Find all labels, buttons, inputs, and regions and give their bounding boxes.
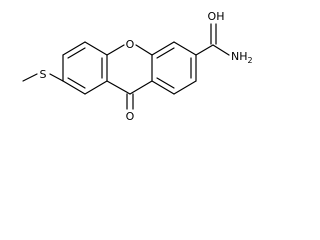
bond [49,73,64,82]
central-ring [106,44,153,95]
amide-nitrogen-label: NH2 [231,50,253,65]
bond [62,80,86,95]
bond [84,41,108,56]
amide-oxygen-label: OH [208,10,225,23]
bond [129,80,153,95]
xanthone-structure-diagram: O O OH NH2 S [22,10,253,123]
bond [173,80,197,95]
amide-nitrogen-text: NH [231,50,248,63]
double-bond-inner [67,47,86,59]
structure-canvas: O O OH NH2 S [0,0,280,137]
bond [106,44,125,56]
double-bond-inner [156,77,175,89]
bond [106,80,131,95]
double-bond-inner [156,47,175,59]
amide-nitrogen-subscript: 2 [248,56,253,65]
bond [62,41,86,56]
bond [22,73,38,82]
carbonyl-group [126,93,134,110]
bond [84,80,108,95]
bond [195,44,214,56]
left-benzene-ring [62,41,108,95]
carboxamide-group [195,23,230,56]
bond [173,41,197,56]
methylthio-group [22,73,64,82]
double-bond-inner [67,77,86,89]
bond [135,44,153,56]
right-benzene-ring [151,41,197,95]
bond [151,41,175,56]
bond [212,44,230,56]
carbonyl-oxygen-label: O [126,110,135,123]
ring-oxygen-label: O [126,38,135,51]
sulfur-label: S [40,68,47,81]
bond [151,80,175,95]
